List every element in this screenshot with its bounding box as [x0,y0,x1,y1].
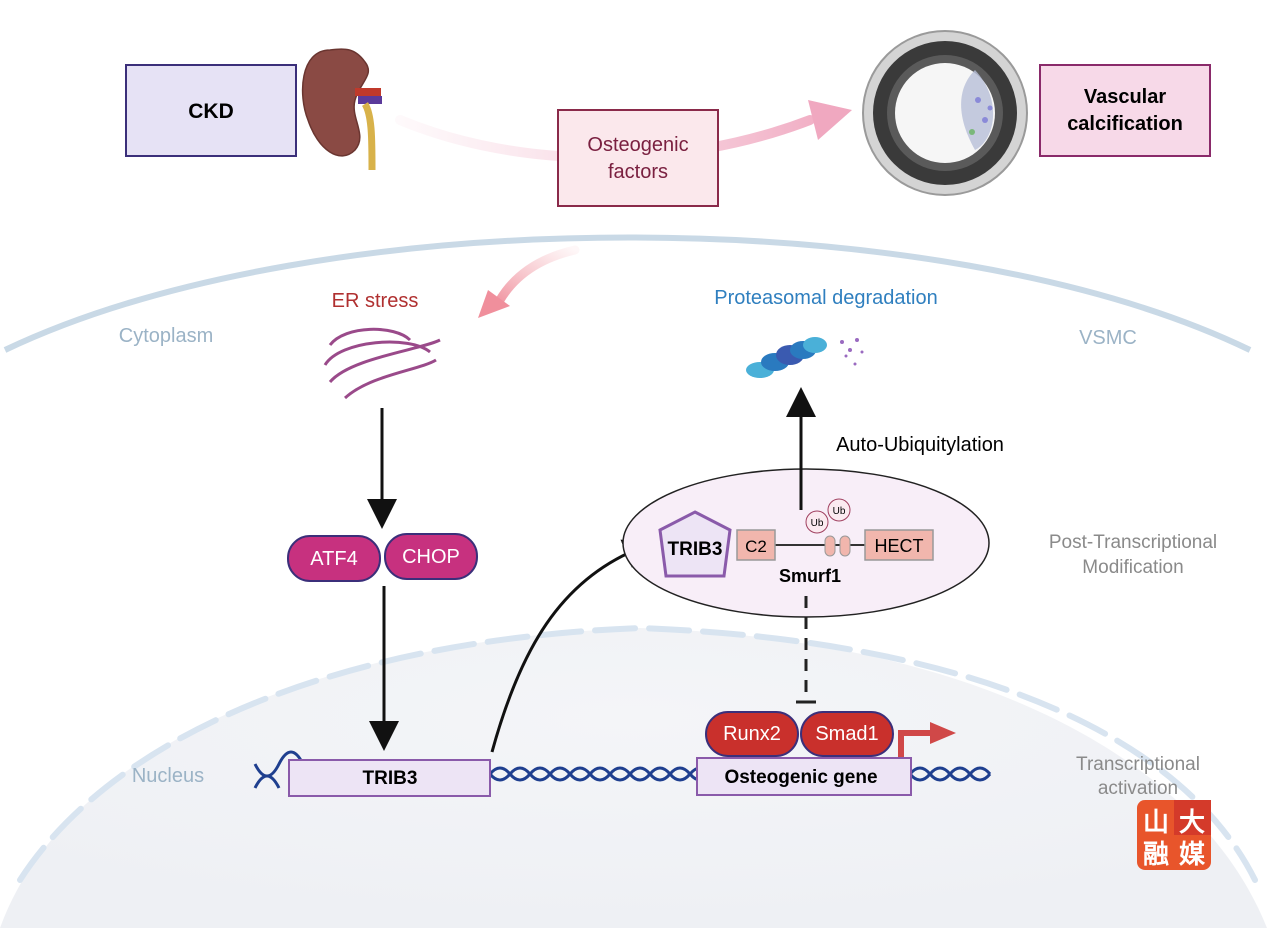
trib3-gene-box: TRIB3 [288,759,491,797]
cell-membrane [3,234,1252,357]
chop-label: CHOP [402,546,460,568]
c2-domain: C2 [736,529,776,561]
smurf1-inhibition-line [796,596,816,704]
runx2-label: Runx2 [723,723,781,745]
vsmc-label: VSMC [1079,327,1137,349]
vascular-calcification-line2: calcification [1067,113,1183,135]
er-stress-label: ER stress [332,290,419,312]
auto-ubiquitylation-label: Auto-Ubiquitylation [836,434,1004,456]
calcified-vessel-icon [862,30,1028,196]
post-transcriptional-line1: Post-Transcriptional [1049,532,1217,553]
watermark-char-1: 山 [1143,807,1169,837]
ww-domains [824,535,851,557]
trib3-protein-label: TRIB3 [668,539,723,560]
chop-pill: CHOP [384,533,478,580]
watermark-char-4: 媒 [1179,839,1206,869]
ubiquitin-icon: Ub Ub [805,498,851,534]
osteogenic-factors-box: Osteogenic factors [557,109,719,207]
transcriptional-activation-line1: Transcriptional [1076,754,1200,775]
atf4-pill: ATF4 [287,535,381,582]
dna-strand [253,750,992,789]
nucleus-label: Nucleus [132,765,204,787]
osteogenic-gene-box: Osteogenic gene [696,757,912,796]
osteogenic-gene-label: Osteogenic gene [724,767,877,788]
osteogenic-factors-line2: factors [608,161,668,183]
trib3-gene-label: TRIB3 [363,768,418,789]
proteasome-icon [746,337,864,378]
runx2-pill: Runx2 [705,711,799,757]
trib3-protein: TRIB3 [658,510,732,578]
ub-label-2: Ub [833,506,846,517]
atf4-label: ATF4 [310,548,357,570]
osteogenic-factors-line1: Osteogenic [587,134,688,156]
hect-label: HECT [875,536,924,556]
c2-label: C2 [745,537,767,556]
transcriptional-activation-line2: activation [1098,778,1178,799]
vascular-calcification-box: Vascular calcification [1039,64,1211,157]
watermark-logo: 山 大 融 媒 [1137,800,1211,870]
smad1-label: Smad1 [815,723,878,745]
ub-label-1: Ub [811,518,824,529]
endoplasmic-reticulum-icon [323,327,441,400]
trib3-expression-arrow [490,539,654,753]
watermark-char-2: 大 [1179,807,1205,837]
transcription-start-arrow [898,722,956,760]
kidney-icon [301,48,382,171]
smurf1-label: Smurf1 [779,566,841,586]
smad1-pill: Smad1 [800,711,894,757]
watermark-char-3: 融 [1143,839,1169,869]
er-stress-arrow [478,245,580,318]
post-transcriptional-line2: Modification [1082,557,1183,578]
ckd-box: CKD [125,64,297,157]
vascular-calcification-line1: Vascular [1084,86,1167,108]
ckd-label: CKD [188,100,234,123]
proteasomal-degradation-label: Proteasomal degradation [714,287,937,309]
hect-domain: HECT [864,529,934,561]
cytoplasm-label: Cytoplasm [119,325,213,347]
